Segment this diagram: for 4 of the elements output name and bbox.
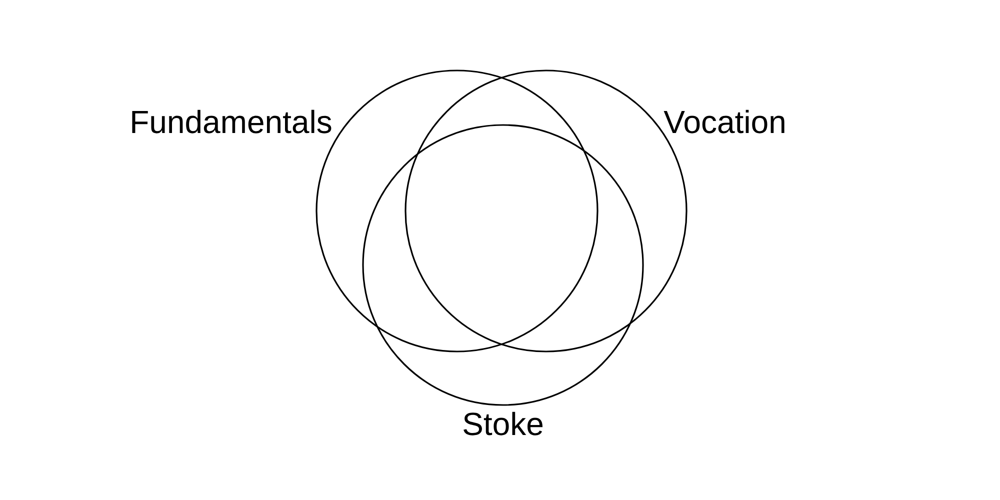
circle-label: Fundamentals	[132, 110, 332, 134]
circle	[362, 124, 644, 406]
circle-label: Stoke	[464, 412, 542, 436]
circle-label: Vocation	[664, 110, 784, 134]
